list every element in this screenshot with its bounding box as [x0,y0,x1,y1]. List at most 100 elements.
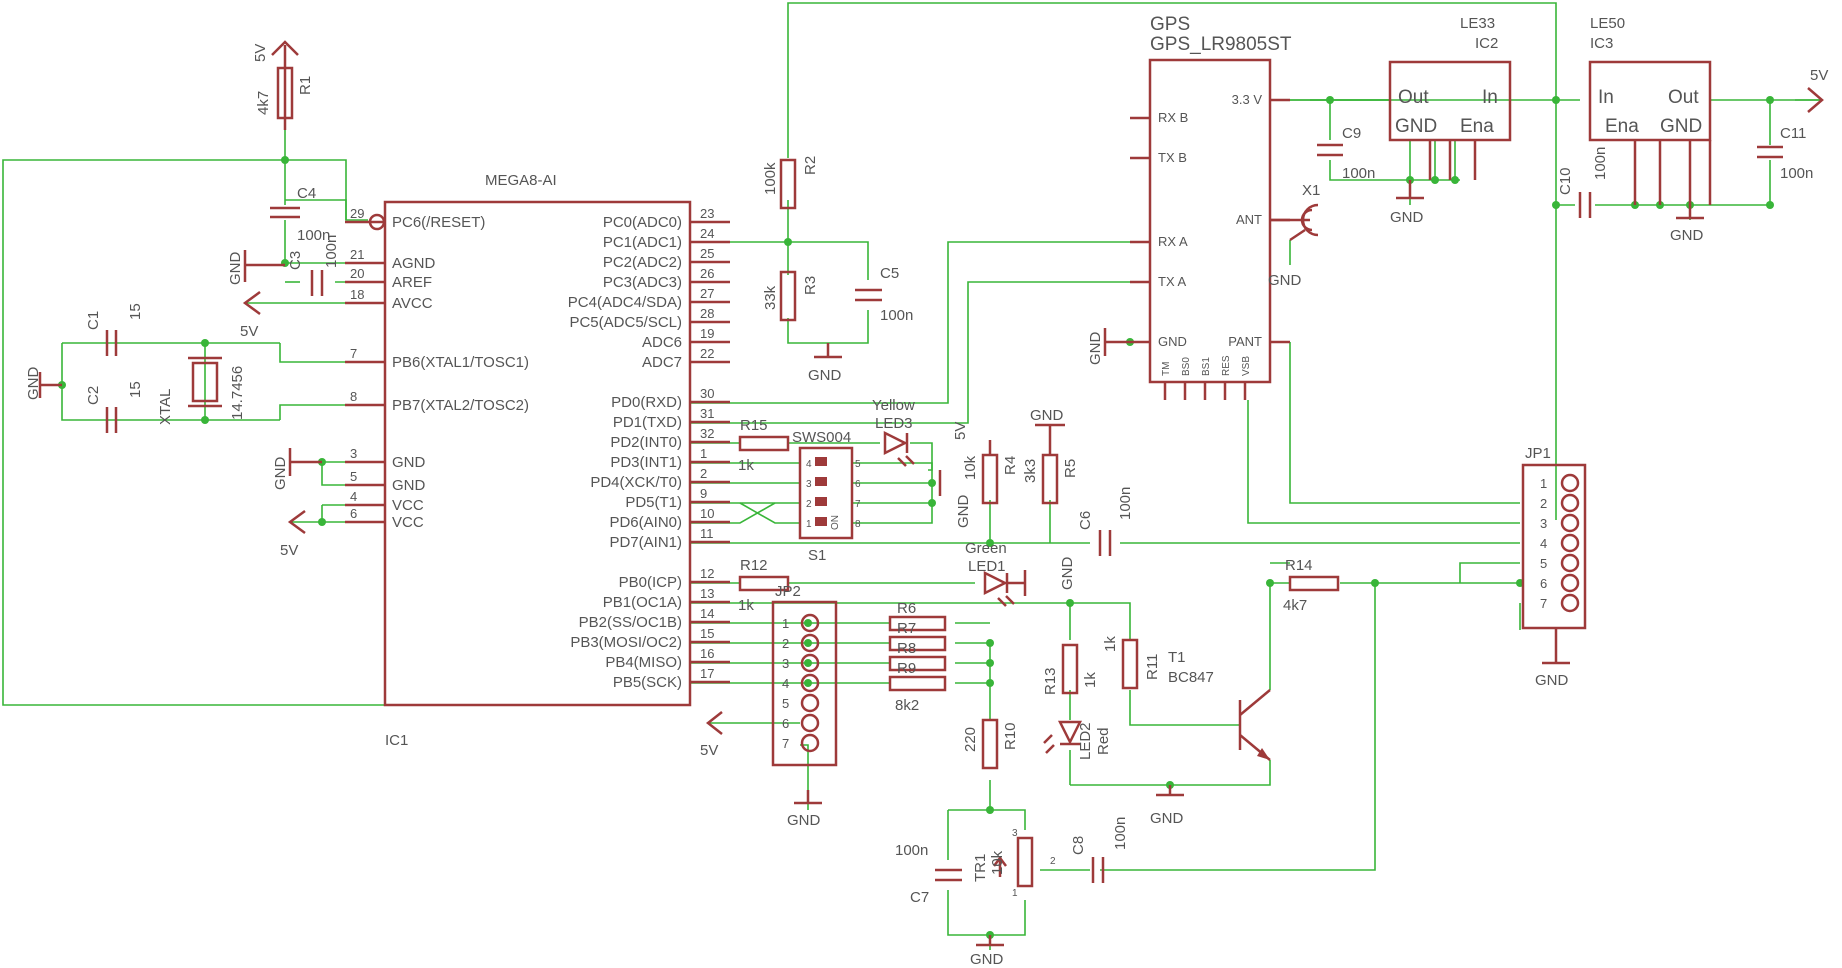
gps-pin-label: GND [1158,334,1187,349]
capacitor-c3[interactable]: C3 100n [287,235,340,296]
antenna-x1[interactable]: X1 GND [1268,182,1320,289]
vcc-5v-label: 5V [280,542,298,559]
gps-pin-label: TX A [1158,274,1187,289]
resistor-r12[interactable]: R12 1k [738,557,790,614]
junctions [58,96,1774,939]
gps-pin-label: TX B [1158,150,1187,165]
connector-pin[interactable] [1560,593,1580,613]
resistor-r5[interactable]: 3k3 R5 GND [1022,407,1079,505]
connector-pin[interactable] [800,613,820,633]
ic2-gnd: GND [1395,116,1437,137]
ic1-pin-label: ADC7 [642,354,682,371]
resistor-r7[interactable]: R7 [888,620,947,652]
ic1-pin-number: 15 [700,626,714,641]
capacitor-c5[interactable]: C5 100n [855,265,913,324]
connector-pin-number: 3 [782,656,789,671]
capacitor-c8[interactable]: C8 100n [1070,817,1129,883]
regulator-ic2[interactable]: Out In GND Ena LE33 IC2 [1388,15,1512,180]
gps-value: GPS_LR9805ST [1150,34,1292,55]
connector-pin[interactable] [800,673,820,693]
c1-name: C1 [85,311,102,330]
trimmer-tr1[interactable]: TR1 10k [972,836,1034,888]
led1-name: LED1 [968,558,1006,575]
connector-pin[interactable] [800,633,820,653]
c4-gnd: GND [227,252,244,286]
gnd-ic2: GND [1390,180,1424,226]
ic1-pin-label: PB3(MOSI/OC2) [570,634,682,651]
ic1-pin-label: PB7(XTAL2/TOSC2) [392,397,529,414]
capacitor-c9[interactable]: C9 100n [1317,125,1375,182]
resistor-r4[interactable]: 10k R4 5V [952,422,1019,505]
resistor-r15[interactable]: R15 1k [738,417,790,474]
resistor-r1[interactable]: 4k7 R1 5V [252,40,314,130]
connector-jp2[interactable]: JP2 [771,583,838,767]
connector-jp1[interactable]: JP1 [1521,445,1587,630]
transistor-t1[interactable]: T1 BC847 [1168,649,1271,761]
gnd-tr1: GND [970,935,1004,968]
ic1-pin-number: 19 [700,326,714,341]
resistor-r2[interactable]: 100k R2 [762,156,819,210]
ic1-pin-label: AGND [392,255,436,272]
ic1-pin-number: 8 [350,389,357,404]
r11-value: 1k [1102,636,1119,652]
connector-pin[interactable] [800,693,820,713]
ic1-pin-number: 9 [700,486,707,501]
resistor-r11[interactable]: 1k R11 [1102,636,1161,690]
gps-pin-label: BS1 [1201,357,1212,376]
r5-name: R5 [1062,459,1079,478]
crystal-xtal[interactable]: XTAL 14.7456 [157,356,246,425]
connector-pin[interactable] [800,713,820,733]
led-led3[interactable]: Yellow LED3 [872,397,915,467]
resistor-r3[interactable]: 33k R3 [762,270,819,322]
x1-name: X1 [1302,182,1320,199]
connector-pin[interactable] [800,733,820,753]
connector-pin[interactable] [1560,533,1580,553]
gps-module[interactable]: GPS GPS_LR9805ST [1148,14,1292,384]
ic1-pin-number: 2 [700,466,707,481]
ic3-out: Out [1668,87,1699,108]
connector-pin[interactable] [1560,513,1580,533]
resistor-r6[interactable]: R6 [888,600,947,632]
ic1-pin-number: 4 [350,489,357,504]
resistor-r13[interactable]: R13 1k [1042,643,1099,695]
resistor-r10[interactable]: 220 R10 [962,718,1019,770]
connector-pin[interactable] [1560,473,1580,493]
gps-pin-label: RX A [1158,234,1188,249]
regulator-ic3[interactable]: In Out Ena GND LE50 IC3 [1588,15,1712,205]
capacitor-c10[interactable]: C10 100n [1557,147,1609,218]
connector-pin[interactable] [1560,573,1580,593]
ic1-left-pins: 29PC6(/RESET)21AGND20AREF18AVCC7PB6(XTAL… [345,206,529,531]
capacitor-c7[interactable]: 100n C7 [895,842,962,906]
r4-name: R4 [1002,456,1019,475]
resistor-r14[interactable]: R14 4k7 [1283,557,1340,614]
capacitor-c1[interactable]: C1 15 [85,303,144,356]
switch-s1[interactable]: ON SWS004 S1 [792,429,854,564]
gnd-t1-label: GND [1150,810,1184,827]
gps-pin-label: BS0 [1181,357,1192,376]
c9-value: 100n [1342,165,1375,182]
ic1-pin-label: PB5(SCK) [613,674,682,691]
led3-value: Yellow [872,397,915,414]
gnd-t1: GND [1150,785,1184,827]
gps-pin-label: VSB [1241,356,1252,376]
capacitor-c6[interactable]: C6 100n [1077,487,1134,556]
vcc-5v-arrow: 5V [280,509,306,559]
connector-pin[interactable] [800,653,820,673]
capacitor-c11[interactable]: C11 100n [1757,125,1813,182]
led-led2[interactable]: LED2 Red [1043,720,1112,760]
r13-name: R13 [1042,667,1059,695]
jp1-name: JP1 [1525,445,1551,462]
tr1-pins: 321 [1012,828,1056,899]
resistor-r8[interactable]: R8 [888,640,947,672]
ic1-pin-label: PD2(INT0) [610,434,682,451]
connector-pin[interactable] [1560,553,1580,573]
connector-pin[interactable] [1560,493,1580,513]
led2-name: LED2 [1077,722,1094,760]
resistor-r9[interactable]: R9 [888,660,947,692]
capacitor-c4[interactable]: C4 100n GND [227,185,330,285]
capacitor-c2[interactable]: C2 15 [85,381,144,433]
switch-pin-number: 8 [855,519,861,530]
led-led1[interactable]: Green LED1 GND [965,540,1076,607]
ic1-pin-label: PC1(ADC1) [603,234,682,251]
